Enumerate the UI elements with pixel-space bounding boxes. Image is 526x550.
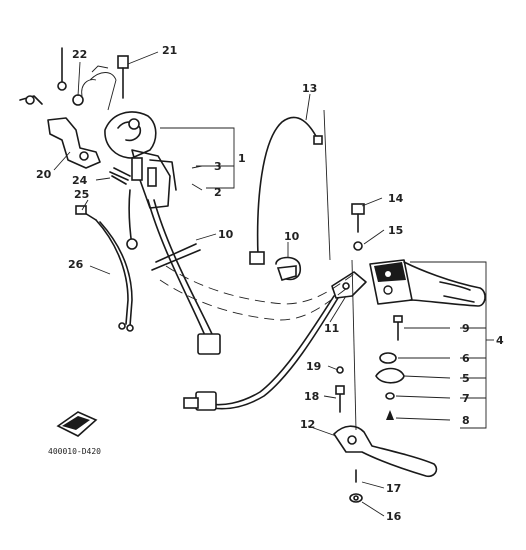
handlebar-outline (159, 265, 355, 321)
wire-harness (75, 205, 134, 332)
hardware-set (335, 203, 405, 420)
label-6: 6 (462, 352, 470, 365)
small-screw (57, 47, 84, 106)
label-19: 19 (306, 360, 321, 373)
label-18: 18 (304, 390, 319, 403)
label-14: 14 (388, 192, 404, 205)
bracket (19, 95, 101, 169)
clutch-lever (333, 425, 438, 478)
label-12: 12 (300, 418, 315, 431)
left-switch-wires (126, 189, 221, 355)
label-25: 25 (74, 188, 89, 201)
label-9: 9 (462, 322, 470, 335)
guide-lines (323, 109, 357, 431)
callout-labels: 1 2 3 4 5 6 7 8 9 10 10 11 12 13 14 15 1… (36, 44, 504, 523)
label-17: 17 (386, 482, 401, 495)
cable-clamp (275, 256, 302, 281)
label-3: 3 (214, 160, 222, 173)
label-10-left: 10 (218, 228, 234, 241)
right-switch-grip (369, 259, 486, 307)
label-8: 8 (462, 414, 470, 427)
label-16: 16 (386, 510, 402, 523)
diagram-code: 400010-D420 (48, 447, 101, 456)
label-2: 2 (214, 186, 222, 199)
callout-brackets (160, 127, 494, 429)
mount-outline (81, 65, 117, 111)
label-5: 5 (462, 372, 470, 385)
label-21: 21 (162, 44, 177, 57)
spring-part (109, 167, 131, 185)
label-13: 13 (302, 82, 317, 95)
connector-block (56, 411, 98, 437)
brake-switch-wire (183, 295, 339, 411)
label-20: 20 (36, 168, 52, 181)
leader-lines (53, 51, 451, 517)
lever-holder (331, 271, 367, 299)
screw (117, 55, 129, 99)
label-1: 1 (238, 152, 246, 165)
clutch-cable (249, 116, 323, 265)
washer-and-nut (349, 469, 363, 503)
label-7: 7 (462, 392, 470, 405)
label-4: 4 (496, 334, 504, 347)
label-15: 15 (388, 224, 403, 237)
left-handlebar-switch (104, 111, 177, 209)
label-22: 22 (72, 48, 87, 61)
label-26: 26 (68, 258, 84, 271)
label-11: 11 (324, 322, 339, 335)
label-10-middle: 10 (284, 230, 300, 243)
label-24: 24 (72, 174, 88, 187)
